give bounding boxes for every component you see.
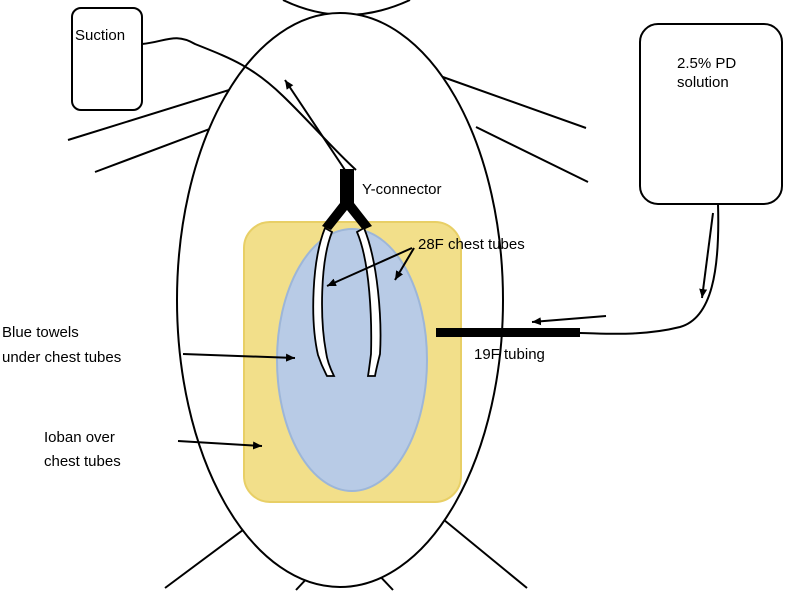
pd-flow-arrow-down	[699, 212, 714, 299]
y-connector-label: Y-connector	[362, 181, 442, 198]
tubing-19f-label: 19F tubing	[474, 346, 545, 363]
suction-label: Suction	[75, 27, 125, 44]
chest-tubes-label: 28F chest tubes	[418, 236, 525, 253]
pd-solution-bag	[639, 23, 783, 205]
left-upper-arm-line	[67, 81, 256, 141]
ioban-label-line2: chest tubes	[44, 453, 121, 470]
right-leg-line	[437, 514, 528, 589]
right-lower-arm-line	[475, 126, 589, 183]
pd-solution-label-line1: 2.5% PD	[677, 55, 736, 72]
suction-canister	[71, 7, 143, 111]
y-connector	[322, 169, 372, 230]
chest-tube-pointer-right	[394, 247, 415, 281]
blue-towels-label-line2: under chest tubes	[2, 349, 121, 366]
left-lower-arm-line	[94, 126, 216, 173]
ioban-pointer	[177, 440, 263, 450]
chest-tube-pointer-left	[326, 247, 413, 287]
pd-tubing-line	[579, 203, 720, 335]
ioban-label-line1: Ioban over	[44, 429, 115, 446]
blue-towels-pointer	[182, 353, 296, 362]
blue-towels	[276, 228, 428, 492]
suction-flow-arrow	[284, 79, 346, 171]
left-chest-tube	[312, 226, 336, 377]
pd-flow-arrow-left	[531, 315, 607, 326]
pd-solution-label-line2: solution	[677, 74, 729, 91]
right-chest-tube	[355, 226, 382, 377]
tubing-19f	[436, 328, 580, 337]
blue-towels-label-line1: Blue towels	[2, 324, 79, 341]
right-upper-arm-line	[439, 75, 587, 129]
